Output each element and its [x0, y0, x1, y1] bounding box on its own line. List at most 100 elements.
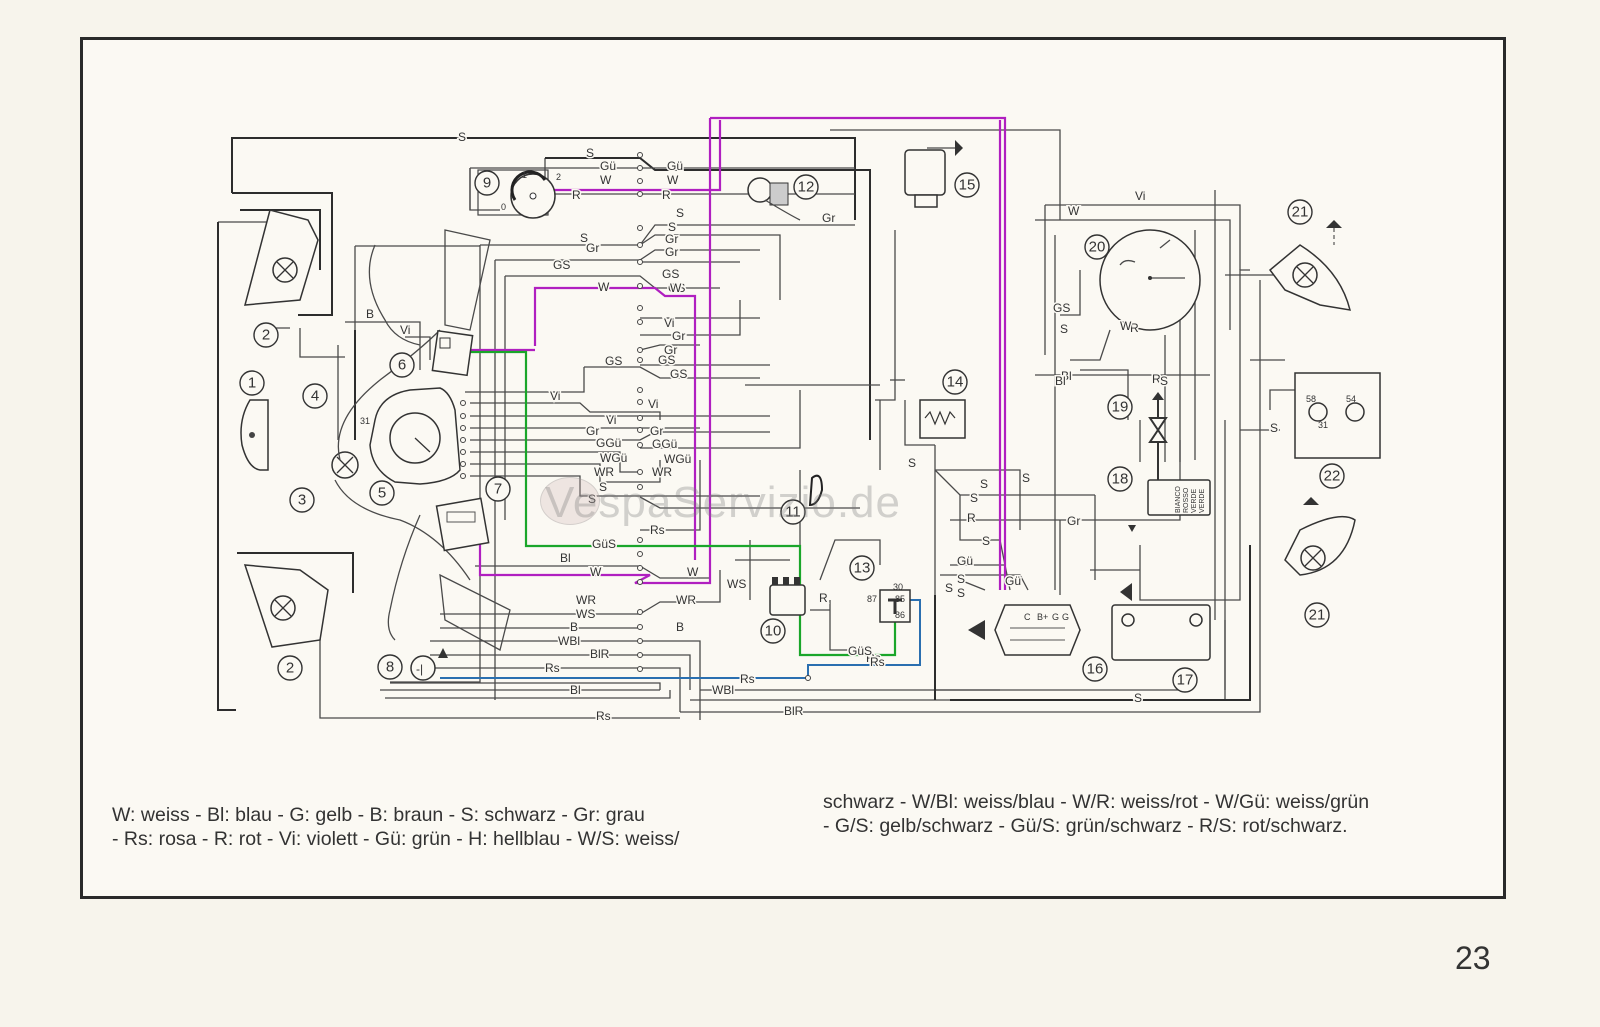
number-label: 2: [262, 327, 270, 344]
component-number-21b: 21: [1304, 602, 1330, 628]
component-14-fuel-sender: [919, 399, 966, 439]
wire-label: W: [590, 565, 602, 579]
wire-label: Gü: [667, 159, 683, 173]
wire-label: GGü: [596, 436, 621, 450]
wire-label: WGü: [664, 452, 691, 466]
wire-label: R: [1152, 372, 1161, 386]
component-20-stator: [1099, 229, 1201, 331]
relay-30: 30: [893, 582, 903, 592]
component-21b-rear-indicator: [1284, 497, 1356, 576]
component-17-battery: [1111, 583, 1211, 661]
wire-label: S: [599, 480, 607, 494]
component-4-lamp: [331, 451, 359, 479]
wire-label: S: [458, 130, 466, 144]
number-circle: [485, 476, 511, 502]
legend-right-line-1: schwarz - W/Bl: weiss/blau - W/R: weiss/…: [823, 791, 1370, 813]
wire-label: GS: [1053, 301, 1070, 315]
number-label: 16: [1087, 661, 1104, 678]
number-circle: [1287, 199, 1313, 225]
wire-label: Rs: [545, 661, 560, 675]
wire-label: Rs: [866, 651, 881, 665]
component-number-3: 3: [289, 487, 315, 513]
component-19-spark-plug: [1148, 392, 1168, 480]
wire-label: BlR: [784, 704, 804, 718]
watermark-logo: [540, 477, 600, 525]
legend-left-line-2: - Rs: rosa - R: rot - Vi: violett - Gü: …: [112, 828, 680, 850]
number-label: 11: [785, 504, 801, 521]
component-number-18: 18: [1107, 466, 1133, 492]
wire-label: S: [668, 220, 676, 234]
wire-label: WS: [576, 607, 595, 621]
wire-label: WR: [652, 465, 672, 479]
wire-label: S: [980, 477, 988, 491]
wire-label: S: [982, 534, 990, 548]
wire-label: Gr: [586, 424, 599, 438]
wire-label: W: [687, 565, 699, 579]
number-label: 21: [1292, 204, 1309, 221]
wire-label: Bl: [1055, 374, 1066, 388]
number-circle: [1304, 602, 1330, 628]
number-circle: [239, 370, 265, 396]
number-label: 13: [854, 560, 871, 577]
component-number-2b: 2: [277, 655, 303, 681]
ign-pos-0: 0: [501, 202, 506, 212]
wire-label: Gr: [664, 343, 677, 357]
component-number-14: 14: [942, 369, 968, 395]
component-12-sensor: [747, 177, 801, 221]
component-18-cdi: [1128, 479, 1211, 532]
wire-label: GS: [662, 267, 679, 281]
terminal-labels: 1 2 0 30 85 86 87 58 54 31 31 C B+ G G B…: [360, 170, 1356, 622]
component-7-light-switch: [435, 497, 490, 552]
reg-b: B+: [1037, 612, 1048, 622]
component-5-instrument-cluster: [369, 387, 461, 485]
number-label: 21: [1309, 607, 1326, 624]
page-number: 23: [1455, 940, 1491, 976]
wire-label: Gr: [822, 211, 835, 225]
wire-label: S: [1160, 374, 1168, 388]
wire-label: Vi: [1135, 189, 1145, 203]
number-circle: [377, 654, 403, 680]
component-3-headlamp: [334, 329, 471, 581]
wire-label: WR: [594, 465, 614, 479]
wire-label: W: [600, 173, 612, 187]
wire-label: R: [967, 511, 976, 525]
number-label: 2: [286, 660, 294, 677]
wire-label: Gr: [650, 424, 663, 438]
reg-c: C: [1024, 612, 1031, 622]
number-circle: [793, 174, 819, 200]
wire-label: R: [572, 188, 581, 202]
wire-label: GS: [605, 354, 622, 368]
number-circle: [253, 322, 279, 348]
wire-label: WS: [727, 577, 746, 591]
wire-label: W: [667, 173, 679, 187]
number-label: 12: [798, 179, 815, 196]
legend-left-line-1: W: weiss - Bl: blau - G: gelb - B: braun…: [112, 804, 645, 826]
wire-label: S: [957, 586, 965, 600]
number-label: 18: [1112, 471, 1129, 488]
wire-label: Gü: [600, 159, 616, 173]
component-number-5: 5: [369, 480, 395, 506]
component-number-4: 4: [302, 383, 328, 409]
number-circle: [389, 352, 415, 378]
component-number-1: 1: [239, 370, 265, 396]
wire-label: Gr: [665, 245, 678, 259]
wire-label: WBl: [558, 634, 580, 648]
diagram-frame: [80, 37, 1506, 899]
ign-pos-1: 1: [522, 170, 527, 180]
component-number-15: 15: [954, 172, 980, 198]
component-number-12: 12: [793, 174, 819, 200]
component-number-17: 17: [1172, 667, 1198, 693]
component-number-7: 7: [485, 476, 511, 502]
wires-black: [217, 129, 1320, 720]
component-15-electric-unit: [904, 140, 963, 208]
component-2-front-indicator: [244, 209, 319, 306]
number-circle: [1319, 463, 1345, 489]
number-label: 6: [398, 357, 406, 374]
wire-label: W: [670, 281, 682, 295]
wire-label: R: [1130, 321, 1139, 335]
component-number-21: 21: [1287, 199, 1313, 225]
wire-label: W: [1120, 319, 1132, 333]
number-circle: [1084, 234, 1110, 260]
color-legend-right: schwarz - W/Bl: weiss/blau - W/R: weiss/…: [823, 790, 1369, 838]
